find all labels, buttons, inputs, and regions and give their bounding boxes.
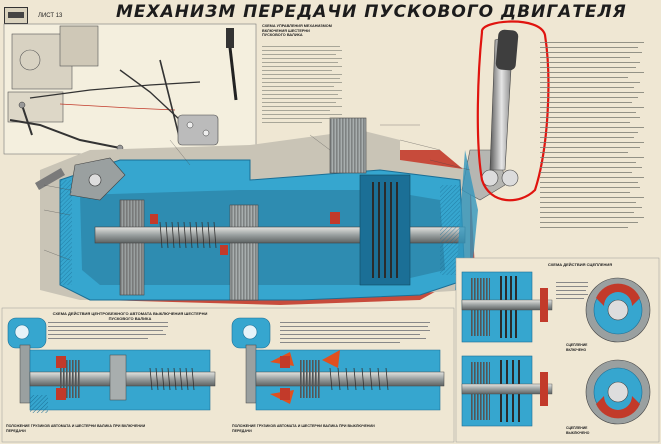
poster-title: МЕХАНИЗМ ПЕРЕДАЧИ ПУСКОВОГО ДВИГАТЕЛЯ	[116, 2, 627, 22]
leader-lines	[43, 124, 471, 261]
parts-legend	[540, 40, 650, 235]
centrifugal-automat-scheme	[1, 307, 455, 443]
sheet-label: ЛИСТ 13	[38, 13, 63, 19]
clutch-caption-disengaged: СЦЕПЛЕНИЕ ВЫКЛЮЧЕНО	[566, 426, 590, 435]
control-linkage-scheme	[3, 23, 257, 155]
parts-legend-lines	[540, 42, 644, 228]
publisher-logo	[4, 7, 28, 24]
control-scheme-text	[262, 46, 342, 123]
centrifugal-caption-right: ПОЛОЖЕНИЕ ГРУЗИКОВ АВТОМАТА И ШЕСТЕРНИ В…	[232, 424, 375, 433]
centrifugal-caption-left: ПОЛОЖЕНИЕ ГРУЗИКОВ АВТОМАТА И ШЕСТЕРНИ В…	[6, 424, 146, 433]
clutch-scheme	[455, 257, 660, 443]
mechanism-cutaway	[35, 20, 550, 305]
control-scheme-title: СХЕМА УПРАВЛЕНИЯ МЕХАНИЗМОМ ВКЛЮЧЕНИЯ ШЕ…	[262, 24, 332, 37]
clutch-caption-engaged: СЦЕПЛЕНИЕ ВКЛЮЧЕНО	[566, 343, 588, 352]
centrifugal-scheme-title: СХЕМА ДЕЙСТВИЯ ЦЕНТРОБЕЖНОГО АВТОМАТА ВЫ…	[52, 311, 208, 321]
clutch-scheme-title: СХЕМА ДЕЙСТВИЯ СЦЕПЛЕНИЯ	[547, 262, 613, 267]
